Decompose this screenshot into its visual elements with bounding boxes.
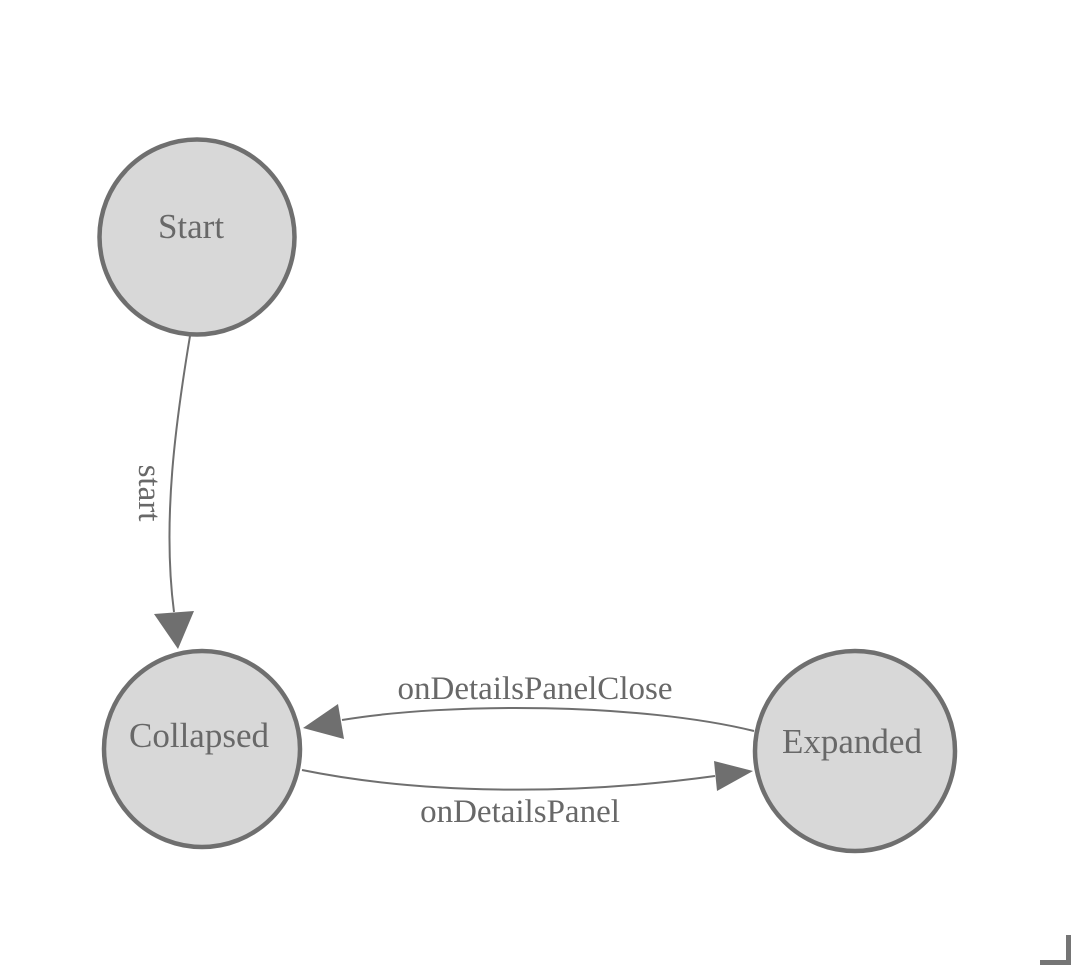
transition-edge-collapsed-to-expanded [301, 769, 716, 791]
arrowhead-icon [154, 611, 194, 649]
state-node-start[interactable]: Start [97, 137, 297, 337]
transition-label-start: start [131, 465, 167, 522]
state-node-expanded[interactable]: Expanded [752, 648, 958, 854]
state-node-collapsed[interactable]: Collapsed [101, 648, 303, 850]
state-node-collapsed-circle[interactable] [101, 648, 303, 850]
arrowhead-icon [303, 704, 344, 739]
transition-edge-expanded-to-collapsed [341, 706, 755, 732]
transition-label-ondetailspanelclose: onDetailsPanelClose [398, 671, 673, 707]
transition-label-ondetailspanel: onDetailsPanel [420, 794, 620, 830]
state-node-label: Collapsed [129, 716, 269, 755]
transition-edge-start-to-collapsed [168, 335, 191, 613]
state-node-label: Start [158, 207, 224, 246]
canvas-corner-bracket [1040, 935, 1071, 965]
state-node-expanded-circle[interactable] [752, 648, 958, 854]
state-node-label: Expanded [782, 722, 922, 761]
arrowhead-icon [714, 761, 753, 791]
state-node-start-circle[interactable] [97, 137, 297, 337]
